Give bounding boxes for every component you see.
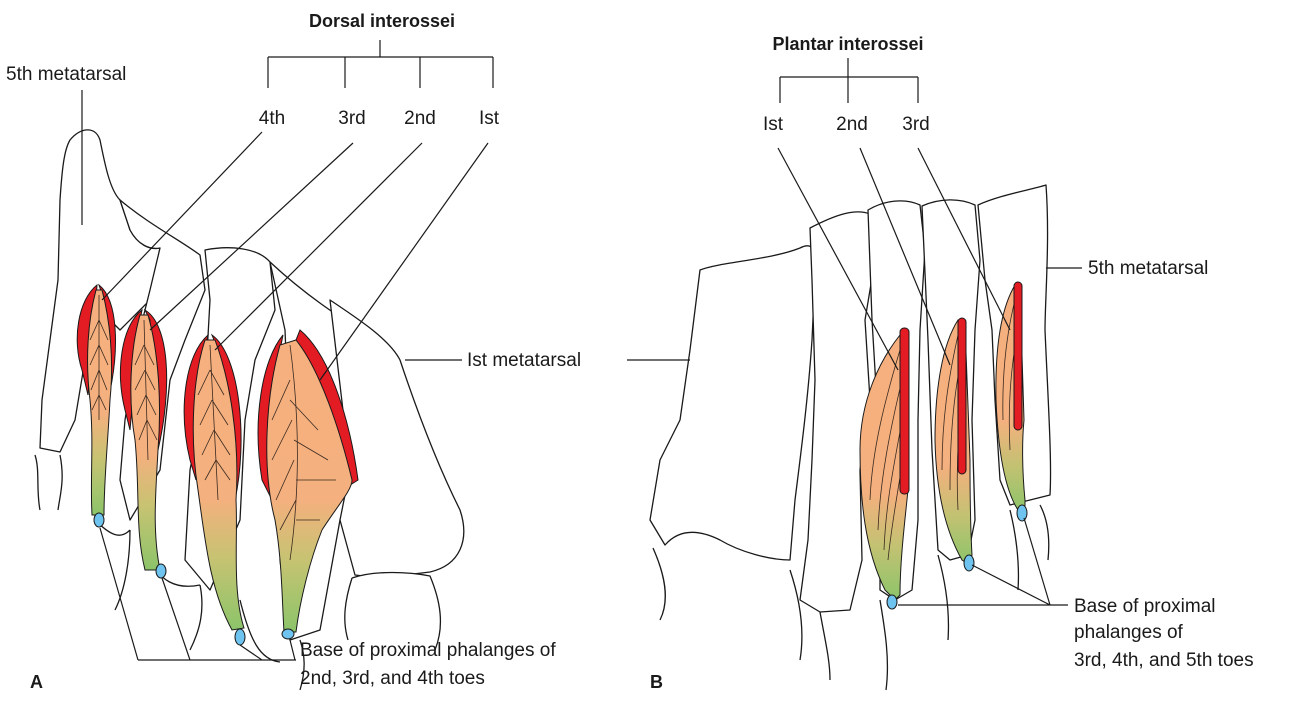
plantar-interossei-title: Plantar interossei — [772, 34, 923, 54]
toe-base-4-a — [95, 520, 130, 610]
insertion-4-a — [94, 513, 104, 527]
label-5th-metatarsal-b: 5th metatarsal — [1088, 258, 1208, 279]
toe-base-1-a — [345, 573, 441, 651]
toe-base-5-a — [35, 455, 62, 510]
panel-a: Dorsal interossei 4th 3rd 2nd Ist 5th me… — [6, 11, 581, 692]
insertion-1-b — [887, 595, 897, 609]
plantar-bracket — [780, 58, 918, 103]
label-3rd-b: 3rd — [902, 114, 929, 135]
label-ist-a: Ist — [479, 108, 500, 129]
insertion-2-b — [964, 555, 974, 571]
label-5th-metatarsal-a: 5th metatarsal — [6, 64, 126, 85]
insertion-3-b — [1017, 505, 1027, 521]
label-insertion-b-line3: 3rd, 4th, and 5th toes — [1074, 650, 1254, 671]
label-insertion-b-line2: phalanges of — [1074, 622, 1184, 643]
label-ist-metatarsal: Ist metatarsal — [467, 350, 581, 371]
label-3rd-a: 3rd — [338, 108, 365, 129]
panel-letter-a: A — [30, 672, 43, 692]
first-metatarsal-b — [650, 246, 816, 560]
dorsal-interosseous-4 — [77, 285, 115, 527]
label-2nd-b: 2nd — [836, 114, 868, 135]
label-2nd-a: 2nd — [404, 108, 436, 129]
panel-b-bones — [650, 185, 1051, 690]
label-insertion-b-line1: Base of proximal — [1074, 596, 1216, 617]
dorsal-bracket — [268, 40, 493, 88]
label-ist-b: Ist — [763, 114, 784, 135]
panel-letter-b: B — [650, 672, 663, 692]
label-4th-a: 4th — [259, 108, 285, 129]
insertion-2-a — [235, 629, 245, 645]
label-insertion-a-line2: 2nd, 3rd, and 4th toes — [300, 668, 485, 689]
insertion-1-a — [282, 629, 294, 639]
label-insertion-a-line1: Base of proximal phalanges of — [300, 640, 556, 661]
dorsal-interossei-title: Dorsal interossei — [309, 11, 455, 31]
panel-b: Plantar interossei Ist 2nd 3rd 5th metat… — [627, 34, 1254, 692]
insertion-3-a — [156, 564, 166, 578]
leader-ist — [320, 143, 488, 380]
leader-insertions-b — [898, 518, 1068, 605]
